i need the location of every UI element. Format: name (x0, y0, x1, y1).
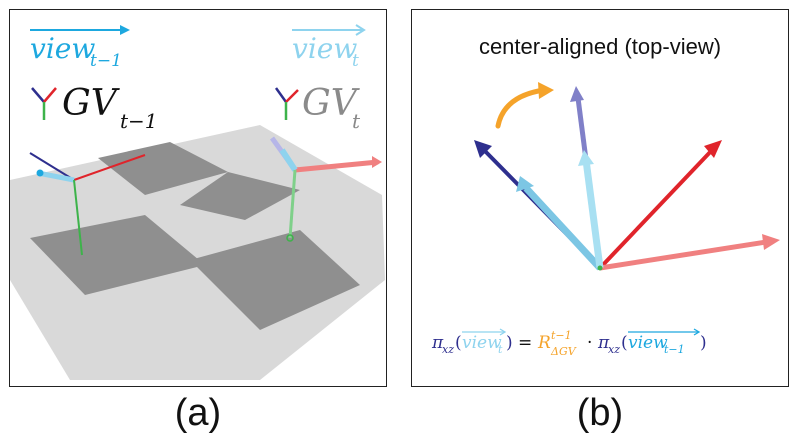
gv-curr-axes-icon (274, 87, 299, 120)
svg-text:t: t (352, 51, 359, 71)
rotation-equation: π xz ( view t ) = R t−1 ΔGV · π xz ( vie… (431, 328, 707, 358)
svg-text:(: ( (455, 333, 462, 353)
view-curr-arrowhead (578, 150, 594, 166)
panel-b: center-aligned (top-view) (411, 9, 789, 387)
rotation-arrow (495, 82, 554, 129)
topview-vectors (474, 86, 780, 271)
svg-text:GV: GV (62, 83, 121, 124)
svg-text:t−1: t−1 (120, 109, 158, 133)
svg-text:t: t (352, 109, 361, 133)
gv-prev-axes-icon (31, 87, 57, 120)
svg-text:t−1: t−1 (90, 51, 122, 71)
gv-prev-label: GV t−1 (62, 83, 158, 133)
caption-b: (b) (576, 392, 624, 434)
svg-text:view: view (292, 32, 357, 65)
view-curr-label: view t (292, 24, 366, 71)
svg-text:view: view (30, 32, 95, 65)
origin-point (597, 265, 603, 271)
faded-red-axis-arrowhead (762, 234, 780, 250)
gv-curr-label: GV t (302, 83, 361, 133)
faded-blue-axis-arrowhead (570, 86, 584, 102)
svg-text:): ) (506, 333, 513, 353)
panel-b-canvas: center-aligned (top-view) (431, 34, 780, 358)
blue-axis-arrowhead (474, 140, 492, 158)
svg-text:t: t (498, 343, 503, 356)
svg-text:π: π (597, 333, 610, 353)
svg-text:t−1: t−1 (664, 343, 685, 356)
svg-text:·: · (587, 333, 592, 353)
panel-b-title: center-aligned (top-view) (479, 34, 721, 59)
svg-text:π: π (431, 333, 444, 353)
svg-text:xz: xz (442, 343, 454, 356)
svg-text:=: = (518, 333, 532, 353)
view-prev-label: view t−1 (30, 25, 130, 71)
svg-text:ΔGV: ΔGV (550, 345, 577, 358)
checkerboard-floor (10, 125, 385, 380)
caption-a: (a) (174, 392, 222, 434)
axes-curr-3d (269, 136, 382, 242)
svg-text:xz: xz (608, 343, 620, 356)
svg-text:view: view (462, 333, 502, 353)
red-axis-arrowhead (704, 140, 722, 158)
svg-text:view: view (628, 333, 668, 353)
panel-a-canvas: view t−1 view t GV t−1 GV t (10, 24, 385, 380)
svg-text:GV: GV (302, 83, 361, 124)
view-prev-arrowhead (516, 176, 534, 192)
svg-text:R: R (537, 333, 551, 353)
svg-text:): ) (700, 333, 707, 353)
axes-prev-3d (29, 152, 146, 256)
svg-text:(: ( (621, 333, 628, 353)
svg-text:t−1: t−1 (551, 329, 572, 342)
panel-a: view t−1 view t GV t−1 GV t (9, 9, 387, 387)
